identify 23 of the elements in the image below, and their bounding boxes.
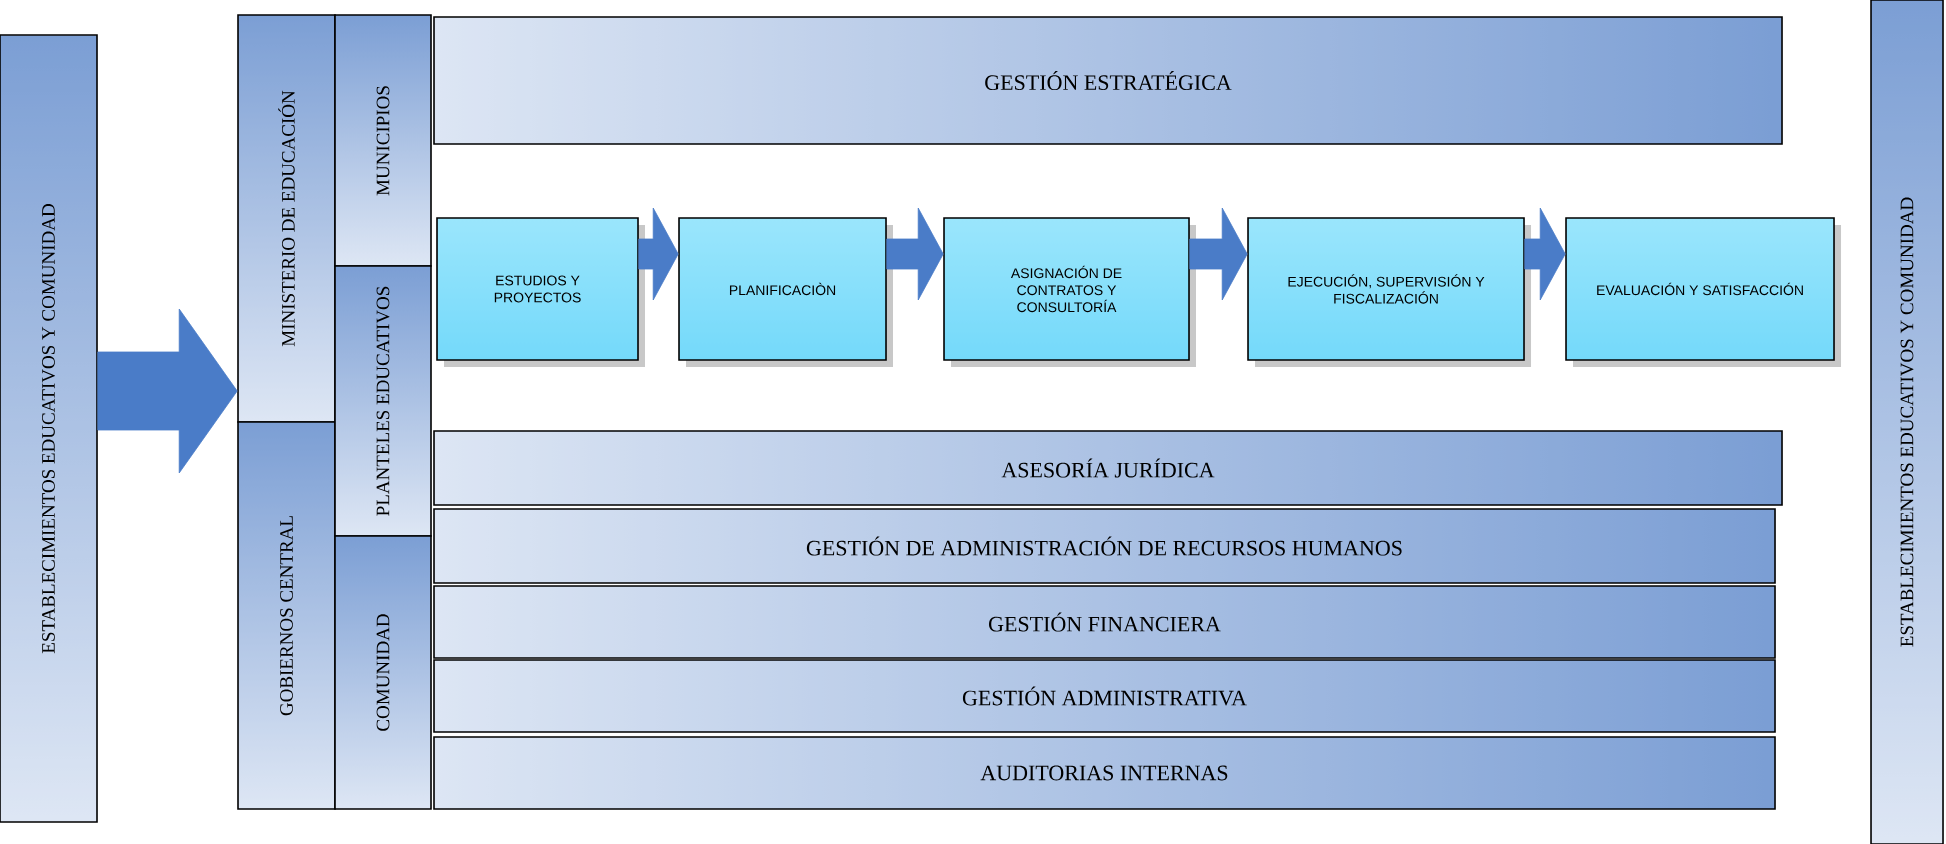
vertical-band: GOBIERNOS CENTRAL xyxy=(237,421,336,810)
process-box: PLANIFICACIÒN xyxy=(678,217,893,367)
arrow xyxy=(1189,207,1248,301)
process-box: EVALUACIÓN Y SATISFACCIÓN xyxy=(1565,217,1841,367)
process-box: EJECUCIÓN, SUPERVISIÓN Y FISCALIZACIÓN xyxy=(1247,217,1531,367)
vertical-band: ESTABLECIMIENTOS EDUCATIVOS Y COMUNIDAD xyxy=(1870,0,1944,844)
horizontal-band: GESTIÓN FINANCIERA xyxy=(433,585,1776,659)
horizontal-band: AUDITORIAS INTERNAS xyxy=(433,736,1776,810)
horizontal-band: ASESORÍA JURÍDICA xyxy=(433,430,1783,506)
process-box: ESTUDIOS Y PROYECTOS xyxy=(436,217,645,367)
vertical-band: MINISTERIO DE EDUCACIÓN xyxy=(237,14,336,423)
vertical-band: MUNICIPIOS xyxy=(334,14,432,267)
process-box: ASIGNACIÓN DE CONTRATOS Y CONSULTORÍA xyxy=(943,217,1196,367)
arrow xyxy=(638,207,679,301)
vertical-band: COMUNIDAD xyxy=(334,535,432,810)
arrow xyxy=(1524,207,1566,301)
vertical-band: ESTABLECIMIENTOS EDUCATIVOS Y COMUNIDAD xyxy=(0,34,98,823)
horizontal-band: GESTIÓN ESTRATÉGICA xyxy=(433,16,1783,145)
horizontal-band: GESTIÓN DE ADMINISTRACIÓN DE RECURSOS HUMANOS xyxy=(433,508,1776,584)
vertical-band: PLANTELES EDUCATIVOS xyxy=(334,265,432,537)
arrow xyxy=(97,308,238,474)
horizontal-band: GESTIÓN ADMINISTRATIVA xyxy=(433,659,1776,733)
arrow xyxy=(886,207,944,301)
